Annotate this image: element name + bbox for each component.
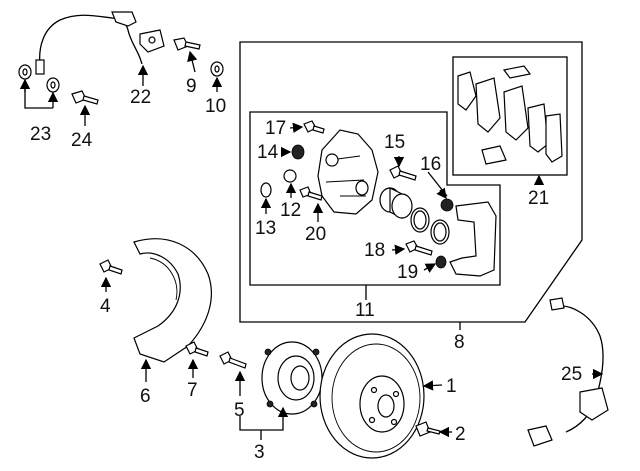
callout-25: 25: [561, 364, 582, 385]
pad-kit-box-21: [452, 56, 568, 176]
screw-part-2: [415, 421, 441, 437]
nut-part-16: [440, 198, 454, 212]
callout-12: 12: [280, 200, 301, 221]
callout-5: 5: [234, 400, 245, 421]
bolt-part-7: [185, 341, 209, 357]
cap-part-14: [291, 144, 305, 160]
boot-part-13: [260, 182, 272, 198]
callout-4: 4: [100, 296, 111, 317]
washer-part-10: [210, 61, 224, 77]
brake-rotor-part: [319, 333, 425, 459]
callout-19: 19: [397, 262, 418, 283]
callout-22: 22: [130, 87, 151, 108]
hub-stud-part-5: [219, 351, 247, 369]
callout-9: 9: [186, 76, 197, 97]
washer-part-23b: [46, 77, 60, 93]
callout-20: 20: [305, 224, 326, 245]
nut-part-19: [435, 255, 447, 269]
callout-7: 7: [187, 380, 198, 401]
bolt-part-15: [389, 165, 417, 181]
callout-15: 15: [384, 132, 405, 153]
bolt-part-24: [71, 90, 99, 105]
brake-hose-part: [35, 11, 165, 75]
callout-23: 23: [30, 124, 51, 145]
caliper-body-part: [317, 129, 379, 215]
bolt-part-4: [99, 259, 123, 275]
callout-10: 10: [205, 96, 226, 117]
callout-6: 6: [140, 386, 151, 407]
assembly-box-11: [249, 111, 501, 286]
callout-14: 14: [257, 142, 279, 163]
callout-13: 13: [255, 218, 276, 239]
washer-part-23a: [18, 64, 32, 80]
callout-labels: 22 9 10 23 24 17 14 15 16 12 13 20 18 19…: [30, 76, 582, 463]
callout-24: 24: [71, 130, 93, 151]
callout-18: 18: [364, 240, 385, 261]
callout-2: 2: [455, 424, 466, 445]
callout-16: 16: [420, 154, 441, 175]
callout-21: 21: [528, 188, 549, 209]
bolt-part-9: [173, 37, 201, 51]
bolt-part-18: [405, 240, 433, 256]
boot-part-12: [283, 169, 297, 183]
caliper-bracket-part: [449, 201, 497, 277]
splash-shield-part: [133, 238, 212, 363]
wheel-speed-sensor-part: [527, 297, 609, 447]
brake-pads-part: [457, 65, 563, 165]
piston-part: [379, 187, 413, 219]
bleeder-part-17: [303, 120, 325, 134]
callout-17: 17: [265, 118, 286, 139]
callout-1: 1: [446, 376, 457, 397]
hub-bearing-part: [261, 341, 323, 415]
callout-3: 3: [254, 442, 265, 463]
seal-ring-part: [410, 207, 430, 233]
bolt-part-20: [299, 186, 323, 201]
assembly-box-8: [239, 41, 583, 323]
callout-8: 8: [454, 332, 465, 353]
leader-lines: [19, 50, 604, 440]
boot-ring-part: [430, 219, 450, 245]
callout-11: 11: [355, 300, 375, 321]
